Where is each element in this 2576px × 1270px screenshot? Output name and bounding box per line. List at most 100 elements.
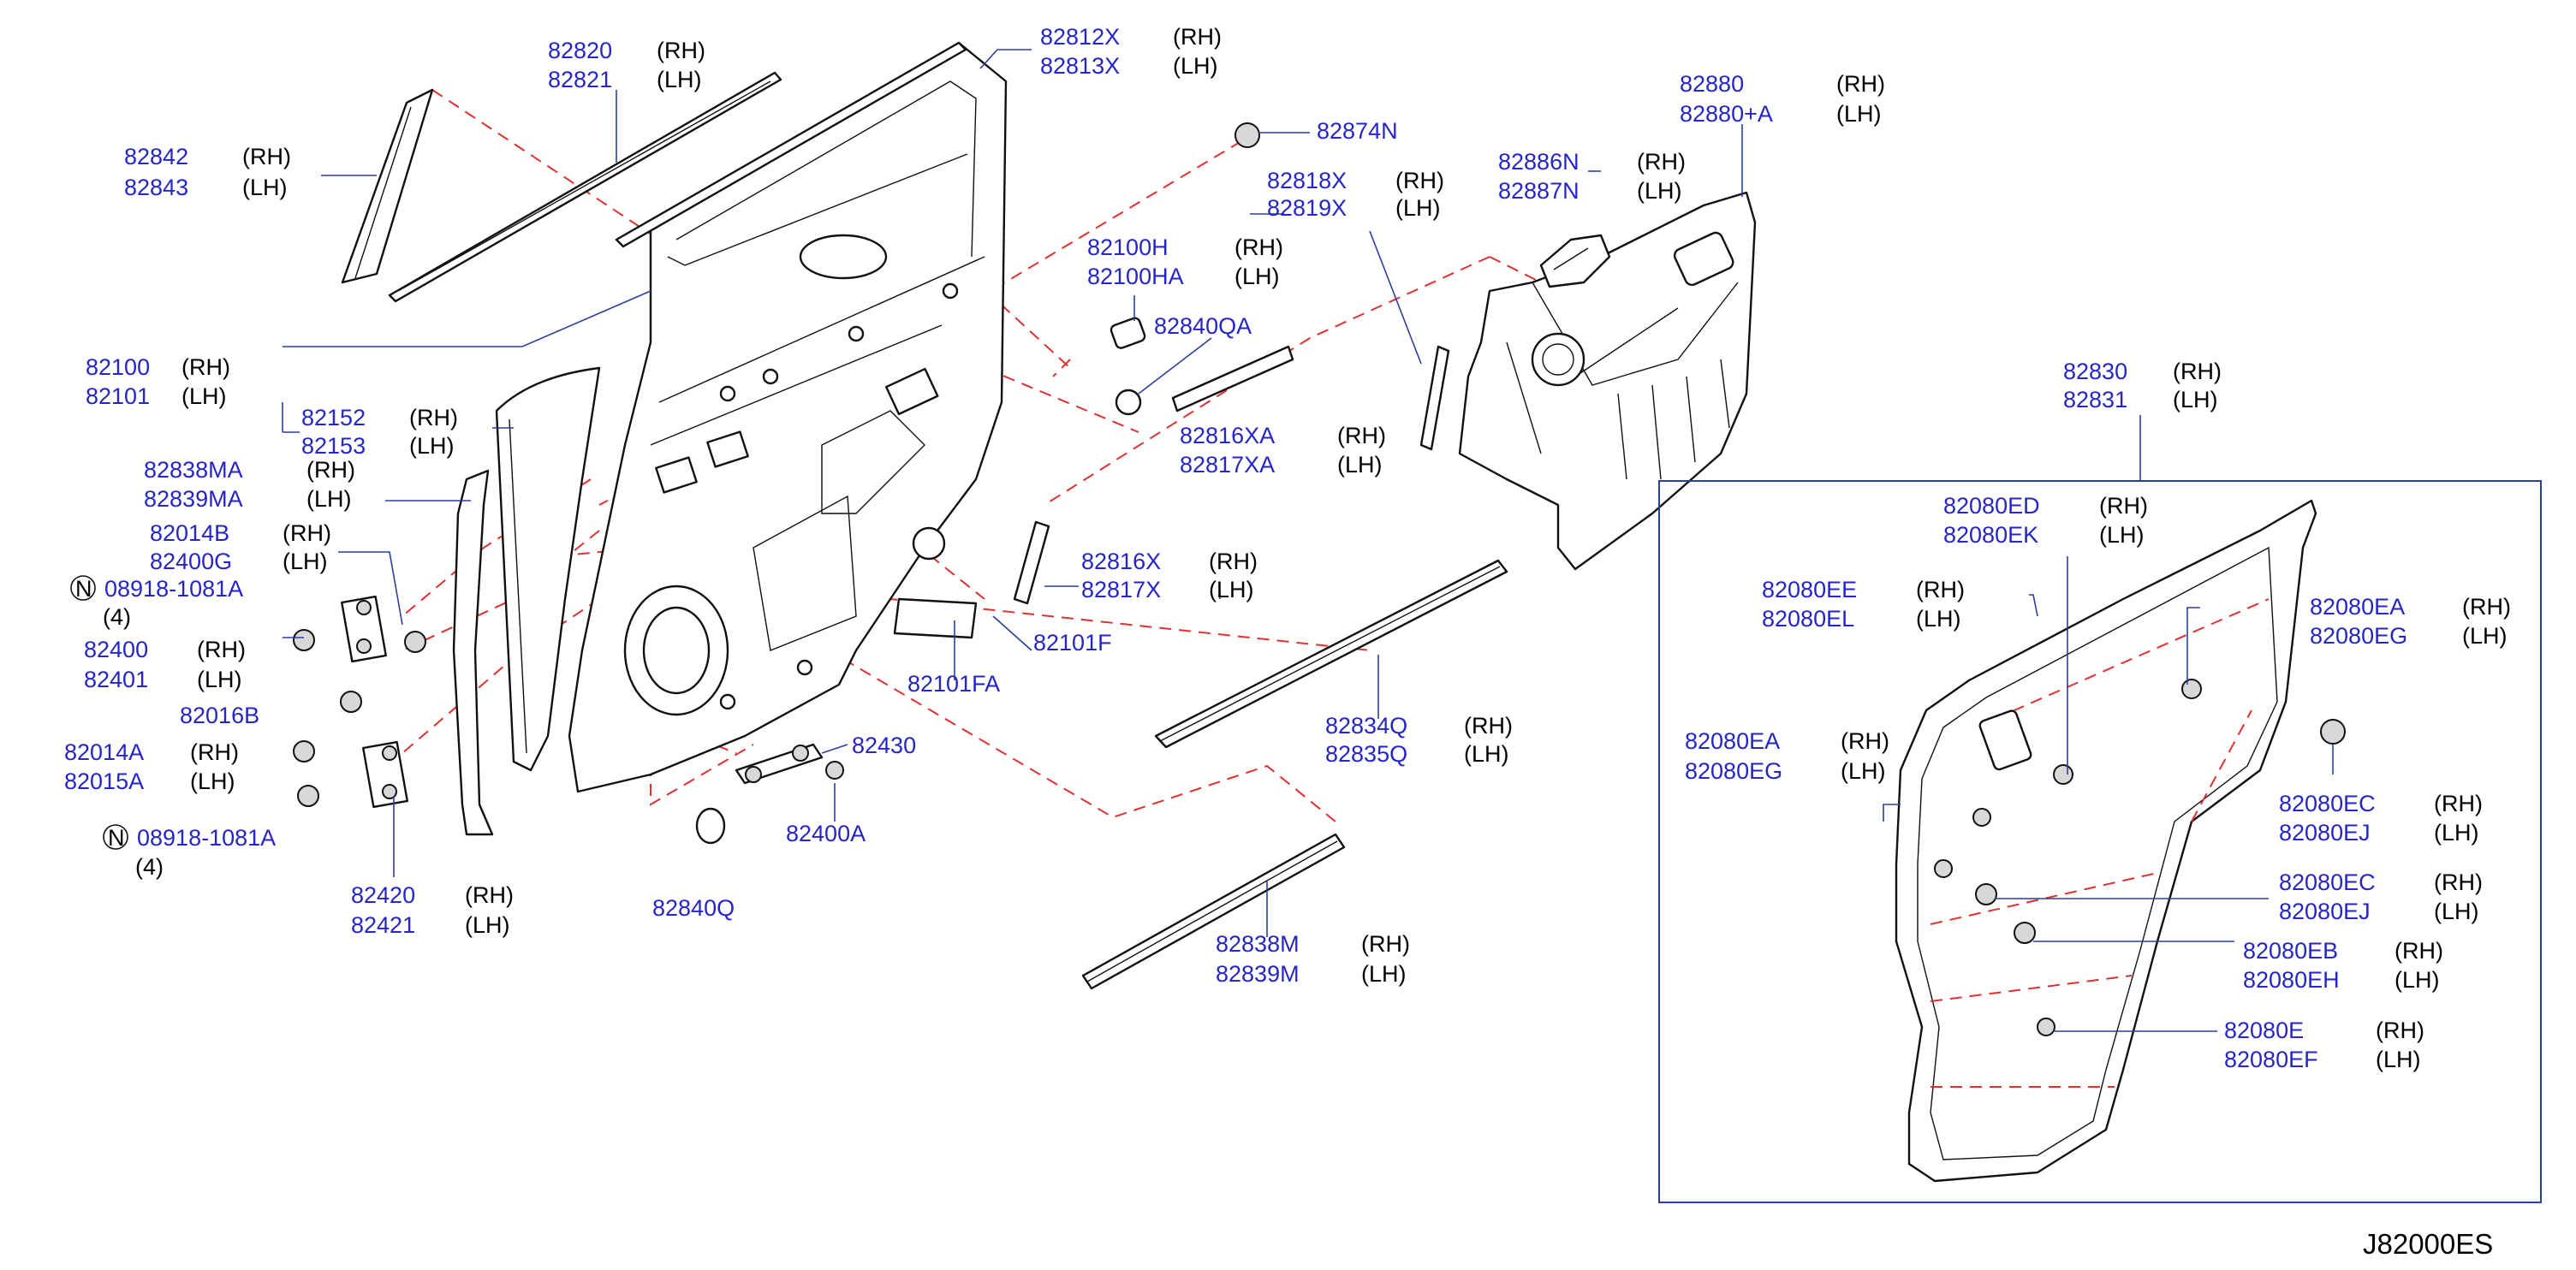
side-rh: (RH): [242, 144, 291, 169]
side-lh: (LH): [1464, 741, 1509, 767]
callout-82430: 82430: [852, 733, 916, 758]
callout-82080ec: 82080EC: [2279, 791, 2376, 816]
callout-08918-1081a: 08918-1081A: [137, 825, 276, 851]
quantity: (4): [103, 604, 131, 630]
side-lh: (LH): [197, 667, 242, 692]
callout-82817xa: 82817XA: [1180, 452, 1275, 478]
callout-82080el: 82080EL: [1762, 606, 1854, 632]
callout-82015a: 82015A: [64, 769, 144, 794]
side-lh: (LH): [2462, 623, 2508, 649]
callout-82400g: 82400G: [150, 549, 232, 574]
side-rh: (RH): [465, 882, 514, 908]
side-lh: (LH): [1637, 178, 1682, 204]
callout-82819x: 82819X: [1267, 195, 1347, 221]
callout-82835q: 82835Q: [1325, 741, 1407, 767]
side-rh: (RH): [1637, 149, 1686, 175]
hinge-lower: [362, 740, 408, 809]
callout-82080e: 82080E: [2224, 1018, 2304, 1043]
callout-labels: 82820 82821 (RH) (LH) 82812X 82813X (RH)…: [64, 24, 2511, 1260]
belt-weatherstrip: [1154, 559, 1508, 749]
lower-weatherstrip: [1081, 833, 1346, 990]
callout-82874n: 82874N: [1317, 118, 1398, 144]
side-lh: (LH): [306, 486, 352, 512]
side-rh: (RH): [1361, 931, 1410, 957]
callout-82880a: 82880+A: [1680, 101, 1773, 127]
side-rh: (RH): [1916, 577, 1965, 602]
quantity: (4): [135, 854, 164, 880]
side-lh: (LH): [657, 67, 702, 92]
callout-82100ha: 82100HA: [1087, 264, 1184, 289]
side-lh: (LH): [1337, 452, 1383, 478]
side-lh: (LH): [1173, 53, 1218, 79]
door-trim-panel: [1458, 191, 1757, 571]
clips: [1934, 679, 2346, 1036]
side-lh: (LH): [242, 175, 288, 200]
fasteners-left: [293, 629, 844, 807]
side-rh: (RH): [1836, 71, 1885, 97]
side-rh: (RH): [2434, 791, 2483, 816]
door-weatherstrip: [1895, 499, 2317, 1183]
callout-82152: 82152: [301, 405, 366, 430]
callout-08918-1081a: 08918-1081A: [104, 576, 243, 602]
n-mark-icon: [70, 575, 96, 601]
side-lh: (LH): [2434, 820, 2479, 846]
callout-82101f: 82101F: [1033, 630, 1112, 656]
callout-82880: 82880: [1680, 71, 1744, 97]
weatherstrip-front: [452, 469, 494, 836]
callout-82838ma: 82838MA: [144, 457, 243, 483]
side-rh: (RH): [197, 637, 246, 662]
callout-82886n: 82886N: [1498, 149, 1580, 175]
side-lh: (LH): [409, 433, 455, 459]
callout-82080ea: 82080EA: [2310, 594, 2405, 620]
side-rh: (RH): [2376, 1018, 2424, 1043]
side-rh: (RH): [1464, 713, 1513, 739]
callout-82014a: 82014A: [64, 739, 144, 765]
side-lh: (LH): [283, 549, 328, 574]
side-lh: (LH): [1395, 195, 1441, 221]
callout-82101: 82101: [86, 383, 150, 409]
callout-82080ej: 82080EJ: [2279, 820, 2371, 846]
side-lh: (LH): [190, 769, 235, 794]
callout-82080ee: 82080EE: [1762, 577, 1857, 602]
side-lh: (LH): [2395, 967, 2440, 993]
side-rh: (RH): [1395, 168, 1444, 193]
side-rh: (RH): [1234, 234, 1283, 260]
callout-82080ek: 82080EK: [1943, 522, 2038, 548]
side-rh: (RH): [1841, 728, 1889, 754]
callout-82080eg: 82080EG: [1685, 758, 1782, 784]
n-mark-letter: N: [75, 576, 92, 602]
callout-82887n: 82887N: [1498, 178, 1580, 204]
detail-box: [1658, 480, 2542, 1203]
callout-82080ef: 82080EF: [2224, 1047, 2318, 1072]
callout-82812x: 82812X: [1040, 24, 1120, 50]
side-lh: (LH): [2099, 522, 2145, 548]
side-lh: (LH): [465, 912, 510, 938]
callout-82080ej: 82080EJ: [2279, 899, 2371, 924]
corner-molding: [341, 88, 434, 284]
door-inner-panel: [568, 41, 1008, 793]
side-rh: (RH): [1209, 549, 1258, 574]
side-rh: (RH): [2395, 938, 2443, 964]
door-outer-panel: [495, 366, 601, 772]
armrest: [1539, 234, 1611, 288]
callout-82813x: 82813X: [1040, 53, 1120, 79]
callout-82820: 82820: [548, 38, 612, 63]
side-rh: (RH): [409, 405, 458, 430]
side-lh: (LH): [2173, 387, 2218, 412]
side-lh: (LH): [2376, 1047, 2421, 1072]
side-lh: (LH): [1361, 961, 1407, 987]
sealing-screens: [893, 345, 1450, 639]
door-check: [735, 743, 824, 785]
side-lh: (LH): [1916, 606, 1961, 632]
callout-82839ma: 82839MA: [144, 486, 243, 512]
callout-82080eb: 82080EB: [2243, 938, 2338, 964]
side-lh: (LH): [1234, 264, 1280, 289]
callout-82080eg: 82080EG: [2310, 623, 2407, 649]
side-rh: (RH): [2462, 594, 2511, 620]
side-rh: (RH): [283, 520, 331, 546]
side-lh: (LH): [1209, 577, 1254, 602]
callout-82843: 82843: [124, 175, 188, 200]
side-lh: (LH): [1841, 758, 1886, 784]
callout-82080ed: 82080ED: [1943, 493, 2040, 519]
side-rh: (RH): [1337, 423, 1386, 448]
